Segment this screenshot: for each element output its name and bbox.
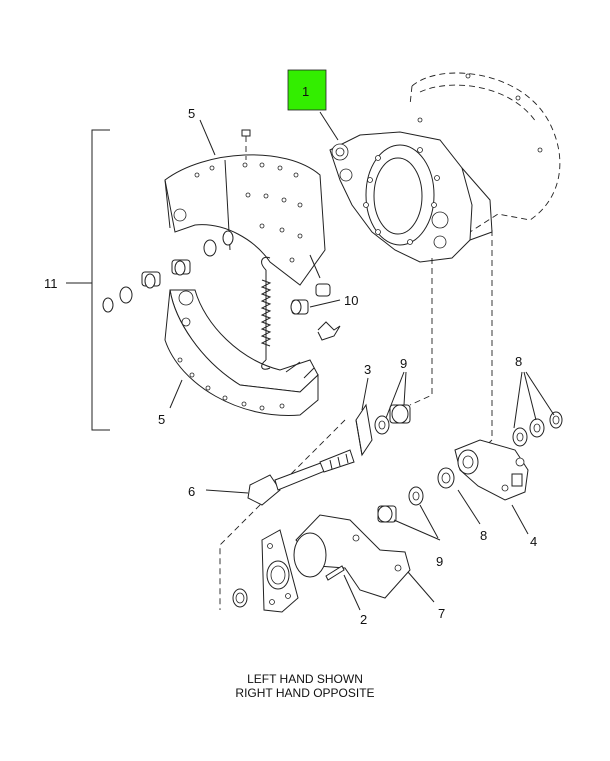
snap-ring <box>232 588 248 608</box>
callout-8-right[interactable]: 8 <box>515 354 522 369</box>
caption-line-1: LEFT HAND SHOWN <box>247 672 363 686</box>
callout-5-top[interactable]: 5 <box>188 106 195 121</box>
callout-2[interactable]: 2 <box>360 612 367 627</box>
group-bracket <box>91 129 110 431</box>
callout-4[interactable]: 4 <box>530 534 537 549</box>
highlight-box-item-1[interactable] <box>287 69 327 111</box>
roller-set-left <box>102 230 234 313</box>
cam-seals-lower <box>377 486 424 523</box>
mounting-plate <box>261 529 299 613</box>
cam-bushing-bracket <box>355 403 373 457</box>
bracket-bolt <box>325 565 345 581</box>
return-spring <box>260 256 272 370</box>
callout-8-lower[interactable]: 8 <box>480 528 487 543</box>
callout-11[interactable]: 11 <box>44 276 58 291</box>
dust-shield <box>409 72 561 233</box>
callout-6[interactable]: 6 <box>188 484 195 499</box>
slack-adjuster <box>454 439 529 501</box>
brake-spider <box>329 131 493 263</box>
callout-9-upper[interactable]: 9 <box>400 356 407 371</box>
callout-9-lower[interactable]: 9 <box>436 554 443 569</box>
shoe-screw <box>241 129 251 160</box>
assembly-guide-lines <box>219 230 493 610</box>
leader-lines <box>169 111 555 611</box>
washers-upper-right <box>512 411 563 447</box>
callout-7[interactable]: 7 <box>438 606 445 621</box>
caption-line-2: RIGHT HAND OPPOSITE <box>235 686 375 700</box>
camshaft <box>247 449 355 506</box>
washer-lower <box>437 467 455 489</box>
callout-5-bottom[interactable]: 5 <box>158 412 165 427</box>
callout-3[interactable]: 3 <box>364 362 371 377</box>
lower-brake-shoe <box>164 289 319 416</box>
callout-10[interactable]: 10 <box>344 293 358 308</box>
callout-1[interactable]: 1 <box>302 84 309 99</box>
camshaft-bracket <box>293 514 411 599</box>
cam-seals-upper <box>374 404 411 435</box>
roller-item-10 <box>290 283 341 341</box>
